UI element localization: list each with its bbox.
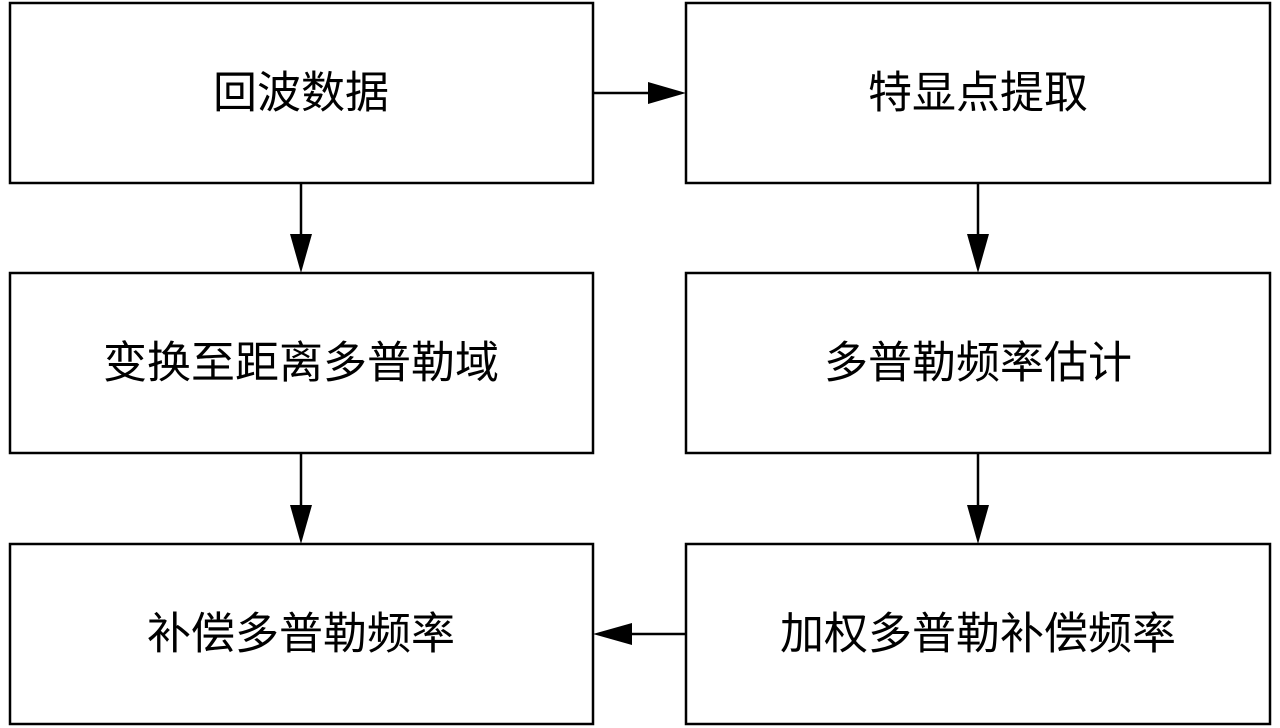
node-weighted-doppler-compensation-label: 加权多普勒补偿频率 xyxy=(780,609,1176,660)
node-feature-point-extraction: 特显点提取 xyxy=(684,1,1272,185)
edge-weighted-to-compensate xyxy=(593,623,686,645)
node-range-doppler-transform-label: 变换至距离多普勒域 xyxy=(103,338,499,389)
node-echo-data-box xyxy=(8,1,595,185)
edge-estimation-to-weighted-arrowhead xyxy=(967,505,989,544)
node-range-doppler-transform-box xyxy=(8,271,595,455)
node-doppler-frequency-estimation-label: 多普勒频率估计 xyxy=(824,338,1132,389)
edge-echo-to-range-doppler xyxy=(290,183,312,273)
node-doppler-frequency-estimation: 多普勒频率估计 xyxy=(684,271,1272,455)
node-doppler-frequency-estimation-box xyxy=(684,271,1272,455)
node-compensate-doppler: 补偿多普勒频率 xyxy=(8,542,595,726)
edge-feature-to-estimation-arrowhead xyxy=(967,234,989,273)
edge-echo-to-range-doppler-arrowhead xyxy=(290,234,312,273)
edge-echo-to-feature-arrowhead xyxy=(648,82,686,104)
edge-estimation-to-weighted xyxy=(967,453,989,544)
node-weighted-doppler-compensation-box xyxy=(684,542,1272,726)
edge-echo-to-feature xyxy=(593,82,686,104)
node-range-doppler-transform: 变换至距离多普勒域 xyxy=(8,271,595,455)
node-echo-data: 回波数据 xyxy=(8,1,595,185)
edge-range-doppler-to-compensate xyxy=(290,453,312,544)
node-compensate-doppler-box xyxy=(8,542,595,726)
node-compensate-doppler-label: 补偿多普勒频率 xyxy=(147,609,455,660)
node-feature-point-extraction-box xyxy=(684,1,1272,185)
node-echo-data-label: 回波数据 xyxy=(213,68,389,119)
node-feature-point-extraction-label: 特显点提取 xyxy=(868,68,1088,119)
edge-feature-to-estimation xyxy=(967,183,989,273)
edge-weighted-to-compensate-arrowhead xyxy=(593,623,632,645)
node-weighted-doppler-compensation: 加权多普勒补偿频率 xyxy=(684,542,1272,726)
edge-range-doppler-to-compensate-arrowhead xyxy=(290,505,312,544)
